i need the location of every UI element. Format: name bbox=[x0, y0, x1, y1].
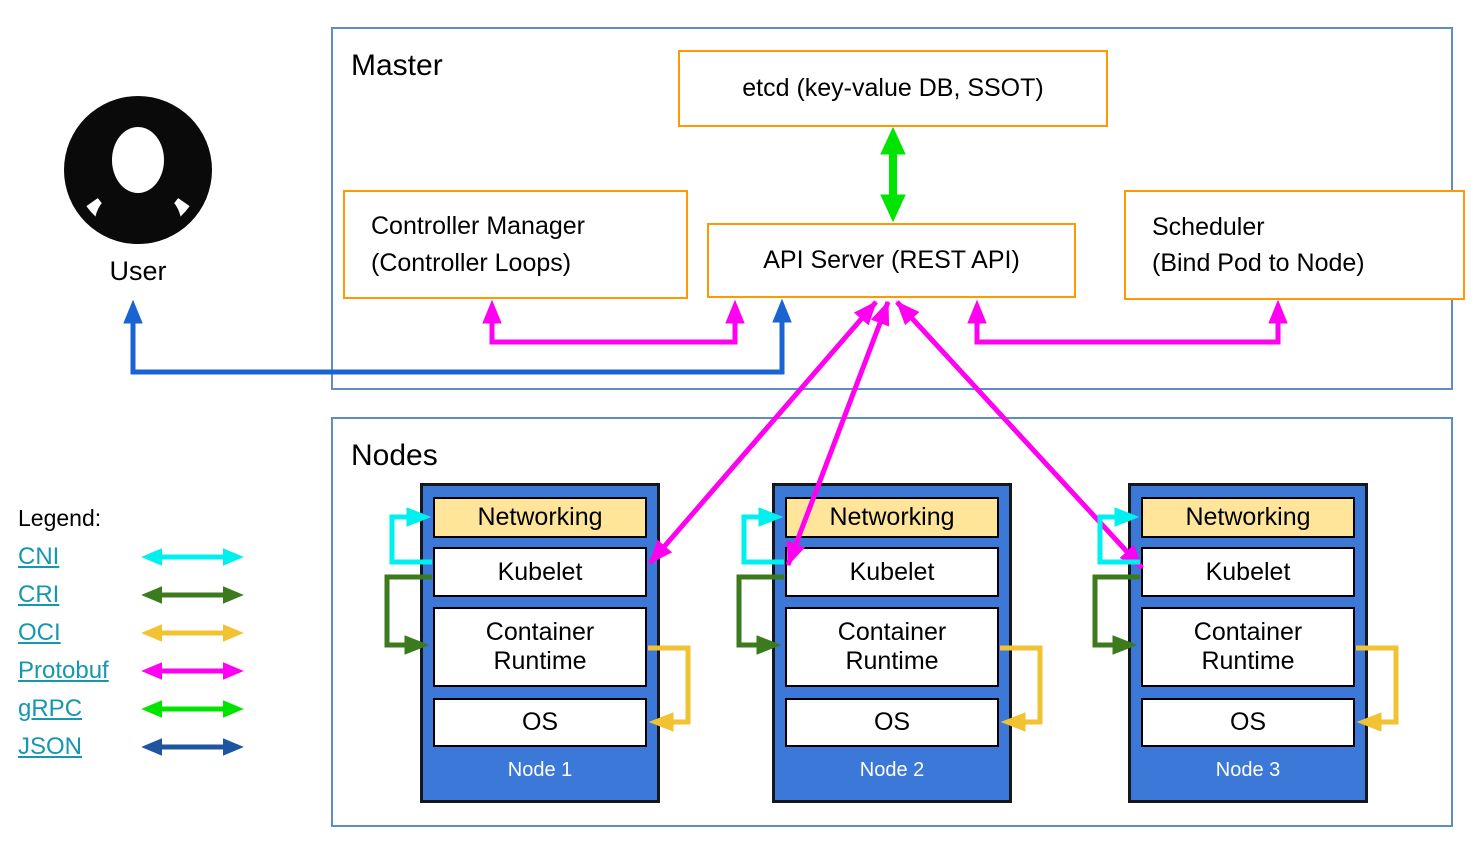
scheduler-box: Scheduler (Bind Pod to Node) bbox=[1124, 190, 1465, 300]
node-2-label: Node 2 bbox=[859, 758, 925, 781]
node-2-networking-layer: Networking bbox=[785, 497, 999, 538]
controller-manager-line2: (Controller Loops) bbox=[371, 248, 572, 277]
api-server-label: API Server (REST API) bbox=[763, 246, 1020, 274]
api-server-box: API Server (REST API) bbox=[707, 223, 1076, 298]
nodes-section-box: Nodes bbox=[331, 417, 1453, 827]
user-icon bbox=[64, 96, 212, 244]
scheduler-line1: Scheduler bbox=[1152, 212, 1265, 241]
scheduler-line2: (Bind Pod to Node) bbox=[1152, 249, 1365, 277]
legend-row-json: JSON bbox=[18, 728, 245, 766]
grpc-arrow-swatch bbox=[141, 700, 244, 718]
node-1-os-layer: OS bbox=[433, 698, 647, 747]
node-1-container-runtime-layer: Container Runtime bbox=[433, 607, 647, 687]
etcd-label: etcd (key-value DB, SSOT) bbox=[742, 74, 1044, 102]
legend-link-oci[interactable]: OCI bbox=[18, 619, 61, 646]
legend-link-grpc[interactable]: gRPC bbox=[18, 695, 83, 722]
node-3-container-runtime-layer: Container Runtime bbox=[1141, 607, 1355, 687]
nodes-section-title: Nodes bbox=[351, 439, 438, 472]
controller-manager-line1: Controller Manager bbox=[371, 212, 585, 241]
legend-link-cri[interactable]: CRI bbox=[18, 581, 60, 608]
controller-manager-box: Controller Manager (Controller Loops) bbox=[343, 190, 688, 299]
oci-arrow-swatch bbox=[141, 624, 244, 642]
legend-link-json[interactable]: JSON bbox=[18, 733, 83, 760]
node-1-networking-layer: Networking bbox=[433, 497, 647, 538]
node-1: Networking Kubelet Container Runtime OS … bbox=[420, 483, 660, 803]
node-2: Networking Kubelet Container Runtime OS … bbox=[772, 483, 1012, 803]
node-3-kubelet-layer: Kubelet bbox=[1141, 547, 1355, 597]
node-3-networking-layer: Networking bbox=[1141, 497, 1355, 538]
node-3-os-layer: OS bbox=[1141, 698, 1355, 747]
legend-title: Legend: bbox=[18, 505, 102, 531]
user-label: User bbox=[109, 256, 167, 286]
node-1-label: Node 1 bbox=[507, 758, 573, 781]
node-3-label: Node 3 bbox=[1215, 758, 1281, 781]
json-arrow-swatch bbox=[141, 738, 244, 756]
legend-row-cri: CRI bbox=[18, 576, 245, 614]
legend-link-protobuf[interactable]: Protobuf bbox=[18, 657, 109, 684]
node-2-container-runtime-layer: Container Runtime bbox=[785, 607, 999, 687]
master-section-title: Master bbox=[351, 49, 443, 82]
cri-arrow-swatch bbox=[141, 586, 244, 604]
node-2-kubelet-layer: Kubelet bbox=[785, 547, 999, 597]
legend: Legend: CNI CRI OCI bbox=[18, 505, 245, 766]
legend-row-protobuf: Protobuf bbox=[18, 652, 245, 690]
node-1-kubelet-layer: Kubelet bbox=[433, 547, 647, 597]
legend-row-cni: CNI bbox=[18, 538, 245, 576]
protobuf-arrow-swatch bbox=[141, 662, 244, 680]
etcd-box: etcd (key-value DB, SSOT) bbox=[678, 50, 1108, 127]
legend-row-oci: OCI bbox=[18, 614, 245, 652]
legend-link-cni[interactable]: CNI bbox=[18, 543, 60, 570]
node-3: Networking Kubelet Container Runtime OS … bbox=[1128, 483, 1368, 803]
node-2-os-layer: OS bbox=[785, 698, 999, 747]
legend-row-grpc: gRPC bbox=[18, 690, 245, 728]
cni-arrow-swatch bbox=[141, 548, 244, 566]
